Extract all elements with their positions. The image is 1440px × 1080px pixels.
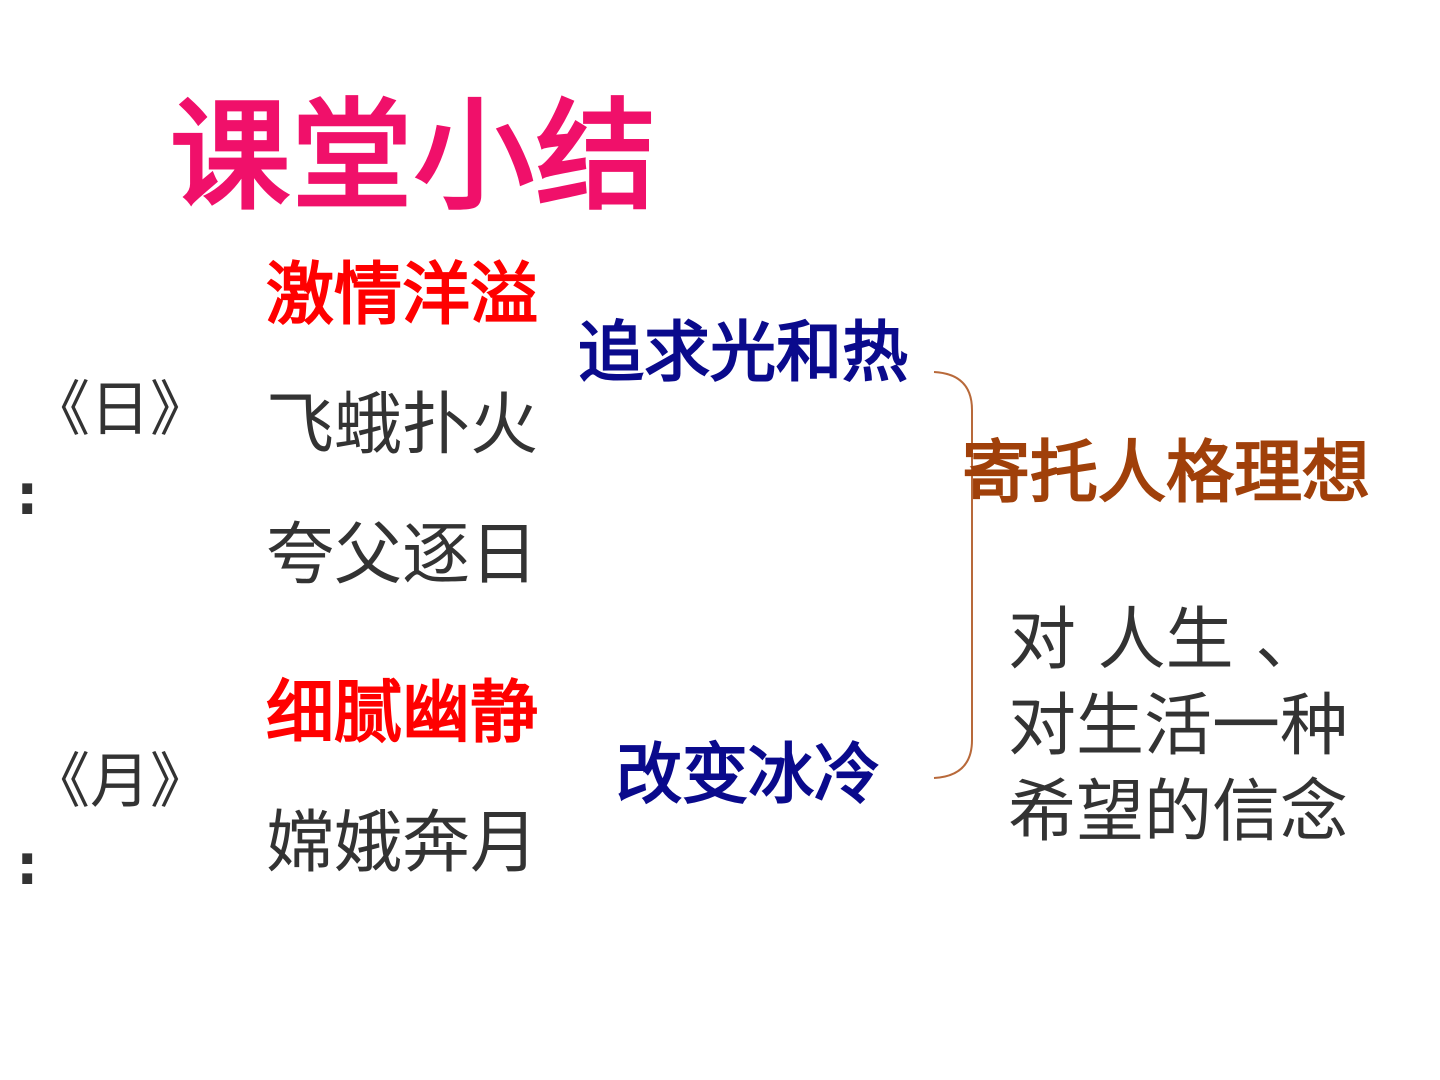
work-colon-moon: :: [16, 833, 39, 898]
pursuit-sun: 追求光和热: [578, 314, 908, 391]
conclusion-heading: 寄托人格理想: [962, 434, 1371, 513]
work-label-sun: 《日》: [30, 375, 210, 445]
sun-phrase-2: 飞蛾扑火: [266, 386, 539, 465]
moon-phrase-1: 细腻幽静: [266, 674, 539, 753]
pursuit-moon: 改变冰冷: [616, 736, 880, 813]
page-title: 课堂小结: [170, 88, 658, 227]
conclusion-meaning: 对 人生 、 对生活一种 希望的信念: [1008, 598, 1388, 856]
conclusion-line-3: 希望的信念: [1008, 773, 1349, 852]
work-label-moon: 《月》: [30, 747, 210, 817]
sun-phrase-3: 夸父逐日: [266, 516, 539, 595]
moon-phrase-2: 嫦娥奔月: [266, 804, 539, 883]
conclusion-line-1: 对 人生 、: [1008, 601, 1324, 680]
work-colon-sun: :: [16, 463, 39, 528]
sun-phrase-1: 激情洋溢: [266, 256, 539, 335]
conclusion-line-2: 对生活一种: [1008, 687, 1349, 766]
